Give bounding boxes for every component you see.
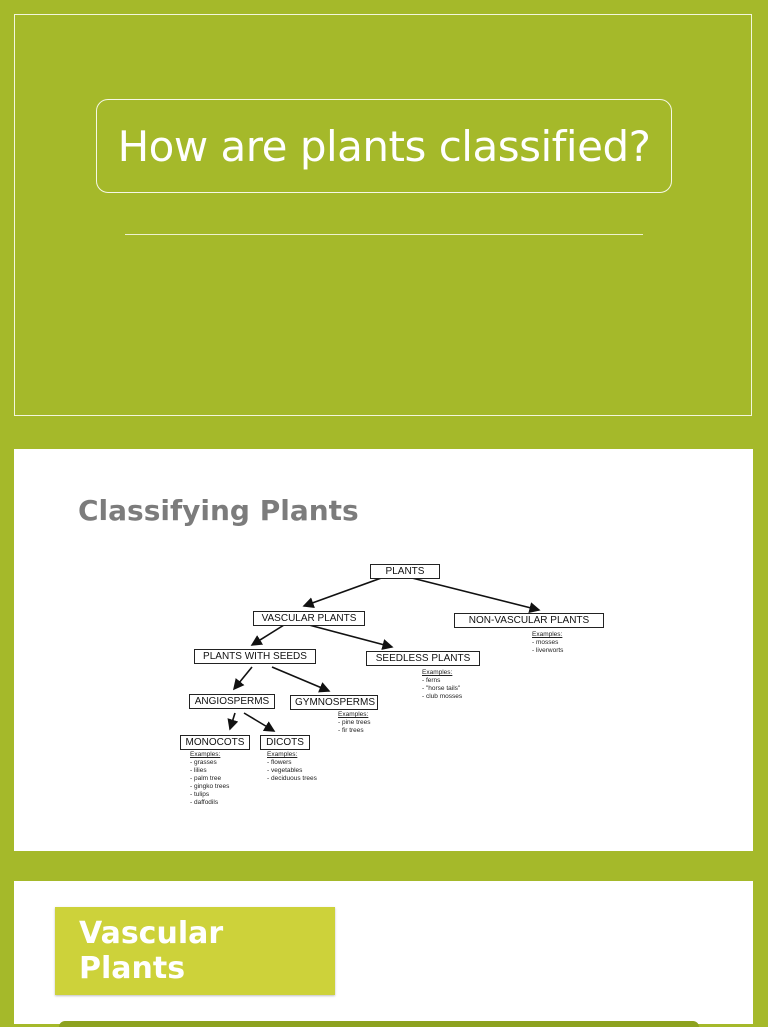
example-item: - liverworts	[532, 647, 564, 654]
arrow-vascular-seedless	[308, 624, 394, 650]
arrow-plants-nonvascular	[407, 576, 541, 614]
section-title: Vascular Plants	[79, 916, 224, 986]
classification-diagram: PLANTS VASCULAR PLANTS NON-VASCULAR PLAN…	[154, 559, 614, 819]
node-vascular: VASCULAR PLANTS	[253, 611, 365, 626]
slide-heading: Classifying Plants	[78, 494, 359, 527]
arrow-seeds-angio	[232, 666, 253, 691]
examples-heading: Examples:	[422, 669, 453, 676]
title-divider	[125, 234, 643, 235]
example-item: - club mosses	[422, 693, 463, 700]
examples-heading: Examples:	[267, 751, 298, 758]
node-seeds: PLANTS WITH SEEDS	[194, 649, 316, 664]
arrow-seeds-gymno	[271, 666, 331, 693]
examples-nonvascular: Examples: - mosses - liverworts	[532, 631, 563, 655]
example-item: - "horse tails"	[422, 685, 461, 692]
examples-seedless: Examples: - ferns - "horse tails" - club…	[422, 669, 462, 701]
title-box: How are plants classified?	[96, 99, 672, 193]
node-dicots: DICOTS	[260, 735, 310, 750]
arrow-angio-dicot	[243, 712, 276, 732]
arrow-angio-mono	[227, 712, 239, 731]
example-item: - pine trees	[338, 719, 371, 726]
example-item: - ferns	[422, 677, 441, 684]
examples-heading: Examples:	[190, 751, 221, 758]
examples-heading: Examples:	[338, 711, 369, 718]
example-item: - lilies	[190, 767, 207, 774]
slide-title: How are plants classified?	[117, 121, 651, 171]
examples-gymnosperms: Examples: - pine trees - fir trees	[338, 711, 371, 735]
example-item: - tulips	[190, 791, 210, 798]
example-item: - gingko trees	[190, 783, 230, 790]
example-item: - fir trees	[338, 727, 364, 734]
example-item: - flowers	[267, 759, 292, 766]
examples-heading: Examples:	[532, 631, 563, 638]
example-item: - grasses	[190, 759, 217, 766]
example-item: - deciduous trees	[267, 775, 317, 782]
classifying-slide: Classifying Plants PLANTS VASCULAR PLANT…	[14, 449, 753, 851]
arrow-vascular-seeds	[250, 624, 285, 646]
section-title-box: Vascular Plants	[55, 907, 335, 995]
vascular-slide: Vascular Plants	[14, 881, 753, 1027]
node-monocots: MONOCOTS	[180, 735, 250, 750]
title-slide: How are plants classified?	[14, 14, 752, 416]
node-gymnosperms: GYMNOSPERMS	[290, 695, 378, 710]
example-item: - daffodils	[190, 799, 219, 806]
example-item: - mosses	[532, 639, 559, 646]
example-item: - vegetables	[267, 767, 303, 774]
node-plants: PLANTS	[370, 564, 440, 579]
content-bar	[59, 1021, 699, 1027]
node-nonvascular: NON-VASCULAR PLANTS	[454, 613, 604, 628]
examples-monocots: Examples: - grasses - lilies - palm tree…	[190, 751, 229, 807]
example-item: - palm tree	[190, 775, 222, 782]
arrow-plants-vascular	[302, 576, 385, 608]
examples-dicots: Examples: - flowers - vegetables - decid…	[267, 751, 317, 783]
node-seedless: SEEDLESS PLANTS	[366, 651, 480, 666]
diagram-arrows	[227, 576, 541, 732]
node-angiosperms: ANGIOSPERMS	[189, 694, 275, 709]
